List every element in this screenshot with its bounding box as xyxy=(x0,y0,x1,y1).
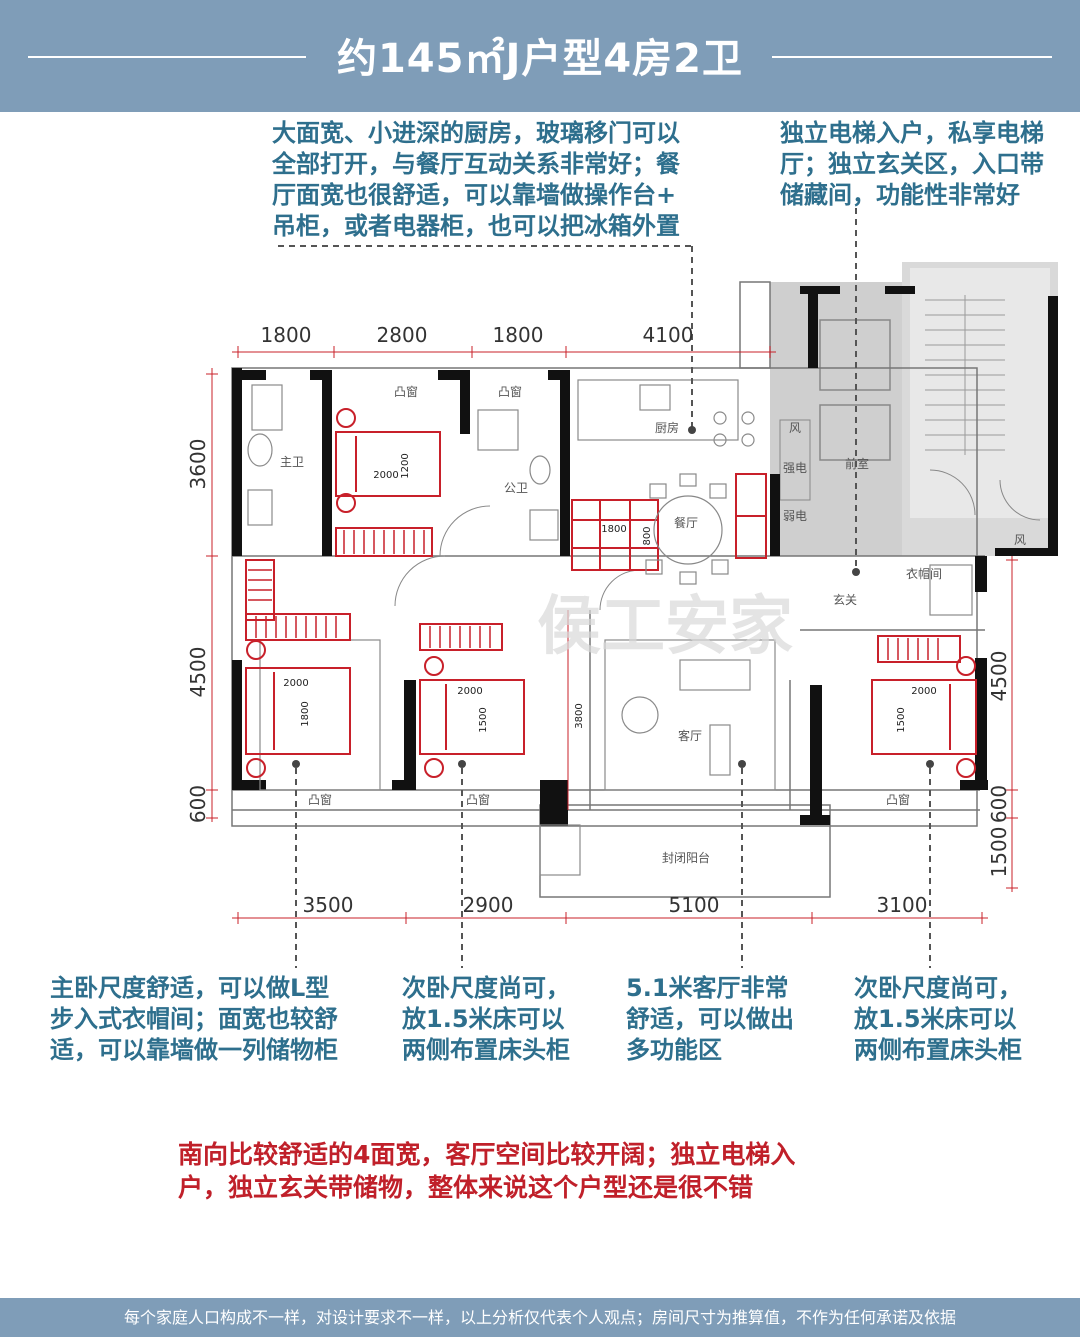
bed1-width: 2000 xyxy=(373,470,398,481)
walls-thick xyxy=(232,286,1058,826)
note-line: 全部打开，与餐厅互动关系非常好；餐 xyxy=(272,150,680,178)
furniture-red xyxy=(245,408,977,778)
room-shaft-1: 风 xyxy=(789,421,801,435)
note-kitchen: 大面宽、小进深的厨房，玻璃移门可以 全部打开，与餐厅互动关系非常好；餐 厅面宽也… xyxy=(272,118,680,242)
dim-bottom-4: 3100 xyxy=(877,893,928,917)
bed3-width: 2000 xyxy=(457,686,482,697)
room-dining: 餐厅 xyxy=(674,515,698,530)
header-rule-right xyxy=(772,56,1052,58)
note-line: 主卧尺度舒适，可以做L型 xyxy=(50,974,330,1002)
note-line: 厅面宽也很舒适，可以靠墙做操作台+ xyxy=(272,181,677,209)
room-shaft-2: 强电 xyxy=(783,461,807,475)
note-line: 两侧布置床头柜 xyxy=(854,1036,1022,1064)
dim-top-2: 2800 xyxy=(377,323,428,347)
note-line: 步入式衣帽间；面宽也较舒 xyxy=(50,1005,338,1033)
room-window-top-2: 凸窗 xyxy=(498,385,522,399)
note-line: 大面宽、小进深的厨房，玻璃移门可以 xyxy=(272,119,680,147)
dim-left-3: 600 xyxy=(186,785,210,823)
room-window-top-1: 凸窗 xyxy=(394,385,418,399)
note-line: 厅；独立玄关区，入口带 xyxy=(780,150,1044,178)
room-master-bath: 主卫 xyxy=(280,455,304,469)
room-shaft-3: 弱电 xyxy=(783,509,807,523)
note-line: 储藏间，功能性非常好 xyxy=(780,181,1020,209)
page-title: 约145㎡J户型4房2卫 xyxy=(336,36,744,82)
elevator-core xyxy=(770,262,1058,556)
table-width: 1800 xyxy=(601,524,626,535)
room-sealed-balcony: 封闭阳台 xyxy=(662,850,710,865)
note-third-bedroom: 次卧尺度尚可， 放1.5米床可以 两侧布置床头柜 xyxy=(854,973,1022,1066)
note-line: 适，可以靠墙做一列储物柜 xyxy=(50,1036,338,1064)
table-depth: 800 xyxy=(642,526,653,545)
note-second-bedroom: 次卧尺度尚可， 放1.5米床可以 两侧布置床头柜 xyxy=(402,973,570,1066)
room-window-bottom-1: 凸窗 xyxy=(308,793,332,807)
note-master-bedroom: 主卧尺度舒适，可以做L型 步入式衣帽间；面宽也较舒 适，可以靠墙做一列储物柜 xyxy=(50,973,338,1066)
dim-left-2: 4500 xyxy=(186,647,210,698)
note-line: 次卧尺度尚可， xyxy=(402,974,570,1002)
dim-left-1: 3600 xyxy=(186,439,210,490)
dim-bottom-1: 3500 xyxy=(303,893,354,917)
note-line: 次卧尺度尚可， xyxy=(854,974,1022,1002)
dim-top-1: 1800 xyxy=(261,323,312,347)
note-living-room: 5.1米客厅非常 舒适，可以做出 多功能区 xyxy=(626,973,794,1066)
dim-bottom-3: 5100 xyxy=(669,893,720,917)
note-line: 两侧布置床头柜 xyxy=(402,1036,570,1064)
room-foyer: 玄关 xyxy=(833,592,857,607)
footer-disclaimer: 每个家庭人口构成不一样，对设计要求不一样，以上分析仅代表个人观点；房间尺寸为推算… xyxy=(0,1298,1080,1337)
leader-lines xyxy=(278,208,931,968)
room-public-bath: 公卫 xyxy=(504,481,528,495)
bed2-depth: 1800 xyxy=(300,701,311,726)
leader-dots xyxy=(292,426,934,768)
bed4-depth: 1500 xyxy=(896,707,907,732)
dim-bottom-2: 2900 xyxy=(463,893,514,917)
room-elevator-hall: 前室 xyxy=(845,456,869,471)
conclusion: 南向比较舒适的4面宽，客厅空间比较开阔；独立电梯入 户，独立玄关带储物，整体来说… xyxy=(178,1138,908,1204)
watermark: 侯工安家 xyxy=(537,590,793,664)
dim-top-3: 1800 xyxy=(493,323,544,347)
note-line: 放1.5米床可以 xyxy=(402,1005,565,1033)
note-line: 多功能区 xyxy=(626,1036,722,1064)
conclusion-line: 户，独立玄关带储物，整体来说这个户型还是很不错 xyxy=(178,1173,754,1202)
note-line: 独立电梯入户，私享电梯 xyxy=(780,119,1044,147)
bed2-width: 2000 xyxy=(283,678,308,689)
room-shaft-4: 风 xyxy=(1014,533,1026,547)
conclusion-line: 南向比较舒适的4面宽，客厅空间比较开阔；独立电梯入 xyxy=(178,1140,796,1169)
room-kitchen: 厨房 xyxy=(655,420,679,435)
bed1-depth: 1200 xyxy=(400,453,411,478)
note-line: 放1.5米床可以 xyxy=(854,1005,1017,1033)
dim-right-1: 4500 xyxy=(987,651,1011,702)
living-depth: 3800 xyxy=(574,703,585,728)
fixtures xyxy=(247,379,973,876)
note-entry: 独立电梯入户，私享电梯 厅；独立玄关区，入口带 储藏间，功能性非常好 xyxy=(780,118,1044,211)
dim-top-4: 4100 xyxy=(643,323,694,347)
bed4-width: 2000 xyxy=(911,686,936,697)
dimension-lines xyxy=(206,346,1018,924)
header-banner: 约145㎡J户型4房2卫 xyxy=(0,0,1080,112)
note-line: 吊柜，或者电器柜，也可以把冰箱外置 xyxy=(272,212,680,240)
bed3-depth: 1500 xyxy=(478,707,489,732)
room-living: 客厅 xyxy=(678,728,702,743)
note-line: 舒适，可以做出 xyxy=(626,1005,794,1033)
note-line: 5.1米客厅非常 xyxy=(626,974,789,1002)
dim-right-2: 600 xyxy=(987,785,1011,823)
room-window-bottom-2: 凸窗 xyxy=(466,793,490,807)
dim-right-3: 1500 xyxy=(987,827,1011,878)
header-rule-left xyxy=(28,56,306,58)
room-window-bottom-3: 凸窗 xyxy=(886,793,910,807)
room-cloakroom: 衣帽间 xyxy=(906,566,942,581)
dining-table xyxy=(645,473,729,585)
